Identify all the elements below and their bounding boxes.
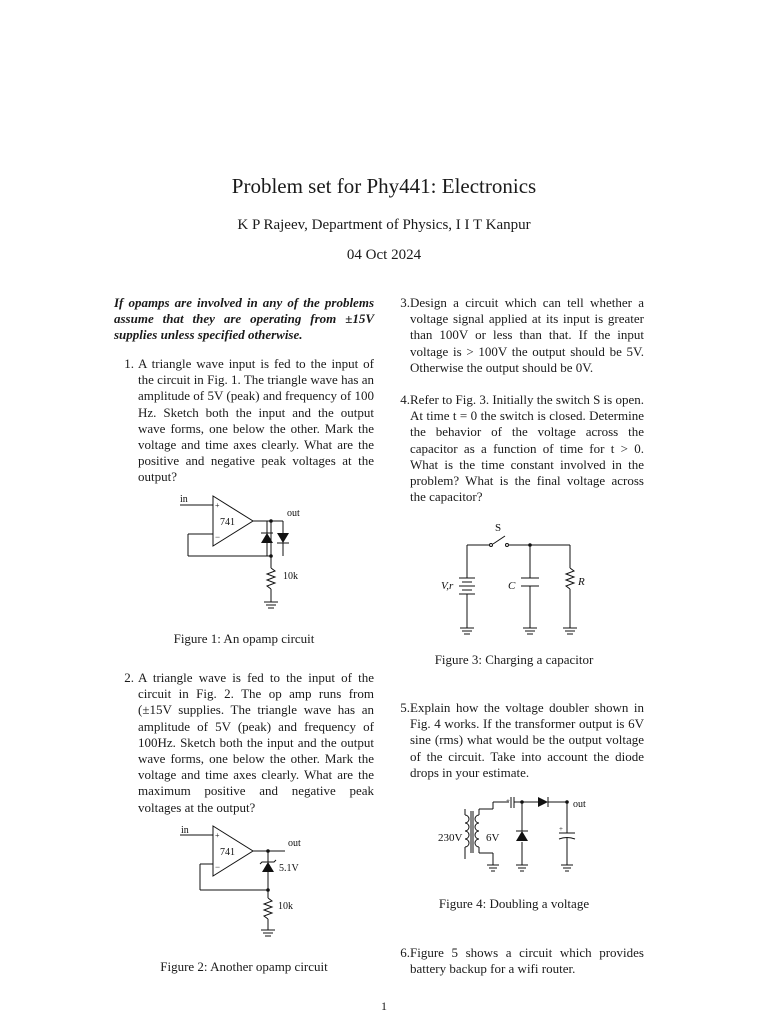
fig3-res-label: R xyxy=(577,576,585,588)
fig2-resistor-label: 10k xyxy=(278,901,293,912)
date-line: 04 Oct 2024 xyxy=(346,247,422,263)
figure-4-circuit: + + 230V 6V out xyxy=(438,797,586,872)
problem-5: 5. Explain how the voltage doubler shown… xyxy=(392,700,644,782)
svg-text:+: + xyxy=(559,825,563,833)
problem-4: 4. Refer to Fig. 3. Initially the switch… xyxy=(392,392,644,507)
fig3-cap-label: C xyxy=(508,580,516,592)
fig2-in-label: in xyxy=(181,825,189,836)
figure-1-caption: Figure 1: An opamp circuit xyxy=(173,631,315,646)
figure-2-caption: Figure 2: Another opamp circuit xyxy=(160,959,328,974)
svg-text:+: + xyxy=(215,501,220,510)
problem-text: Refer to Fig. 3. Initially the switch S … xyxy=(410,392,644,505)
problem-number: 3. xyxy=(400,295,410,310)
fig4-primary-label: 230V xyxy=(438,832,463,844)
problem-number: 4. xyxy=(400,392,410,407)
problem-3: 3. Design a circuit which can tell wheth… xyxy=(392,295,644,377)
fig3-switch-label: S xyxy=(495,522,501,534)
author-line: K P Rajeev, Department of Physics, I I T… xyxy=(237,217,531,233)
problem-2: 2. A triangle wave is fed to the input o… xyxy=(116,670,374,815)
paper-title: Problem set for Phy441: Electronics xyxy=(231,174,537,198)
fig1-in-label: in xyxy=(180,494,188,505)
fig1-resistor-label: 10k xyxy=(283,571,298,582)
svg-text:−: − xyxy=(215,532,220,542)
svg-text:−: − xyxy=(215,862,220,872)
figure-3-caption: Figure 3: Charging a capacitor xyxy=(434,652,594,667)
figure-4-caption: Figure 4: Doubling a voltage xyxy=(438,896,590,911)
fig3-source-label: V,r xyxy=(441,580,454,592)
figure-1-circuit: + − in 741 out 10k xyxy=(180,494,300,609)
figure-3-circuit: S V,r C R xyxy=(441,522,585,635)
problem-1: 1. A triangle wave input is fed to the i… xyxy=(116,356,374,484)
figure-2-circuit: + − in 741 out 5.1V 10k xyxy=(180,825,301,937)
svg-text:+: + xyxy=(506,797,510,805)
problem-number: 5. xyxy=(400,700,410,715)
fig4-secondary-label: 6V xyxy=(486,832,500,844)
fig2-zener-label: 5.1V xyxy=(279,863,300,874)
page-number: 1 xyxy=(381,999,387,1013)
problem-6: 6. Figure 5 shows a circuit which provid… xyxy=(392,945,644,980)
problem-number: 2. xyxy=(124,670,134,685)
problem-number: 6. xyxy=(400,945,410,960)
assumption-note: If opamps are involved in any of the pro… xyxy=(114,295,374,343)
fig2-opamp-label: 741 xyxy=(220,847,235,858)
problem-text: Figure 5 shows a circuit which provides … xyxy=(410,945,644,977)
problem-text: Design a circuit which can tell whether … xyxy=(410,295,644,375)
problem-text: A triangle wave input is fed to the inpu… xyxy=(138,356,374,485)
fig4-out-label: out xyxy=(573,799,586,810)
fig1-opamp-label: 741 xyxy=(220,517,235,528)
problem-text: A triangle wave is fed to the input of t… xyxy=(138,670,374,815)
fig1-out-label: out xyxy=(287,508,300,519)
problem-number: 1. xyxy=(124,356,134,371)
problem-text: Explain how the voltage doubler shown in… xyxy=(410,700,644,780)
fig2-out-label: out xyxy=(288,838,301,849)
svg-text:+: + xyxy=(215,831,220,840)
